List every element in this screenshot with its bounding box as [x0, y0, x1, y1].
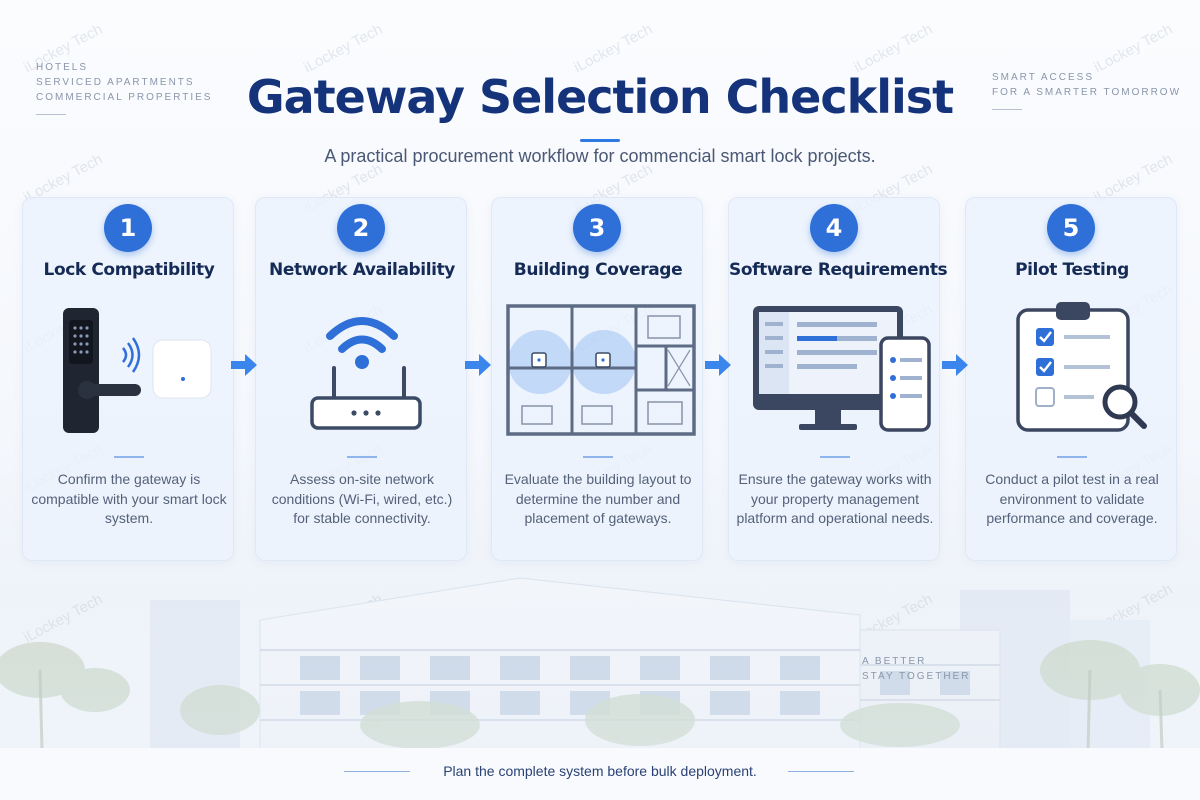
tagline-line: HOTELS [36, 62, 89, 73]
step-description: Ensure the gateway works with your prope… [736, 471, 934, 526]
step-divider [583, 456, 613, 458]
watermark-text: iLockey Tech [301, 20, 386, 77]
lock-gateway-icon [29, 298, 229, 443]
step-arrow-icon [703, 352, 733, 378]
page-subtitle: A practical procurement workflow for com… [324, 146, 876, 166]
step-card-building-coverage: 3 Building Coverage [491, 197, 703, 561]
wifi-router-icon [262, 298, 462, 443]
footer-note: Plan the complete system before bulk dep… [443, 763, 757, 779]
step-arrow-icon [463, 352, 493, 378]
tagline-line: COMMERCIAL PROPERTIES [36, 92, 213, 103]
tagline-line: A BETTER [862, 656, 927, 667]
page-title: Gateway Selection Checklist [246, 70, 954, 124]
step-number-badge: 2 [337, 204, 385, 252]
clipboard-checklist-icon [972, 298, 1172, 443]
step-description: Evaluate the building layout to determin… [504, 471, 692, 526]
floor-plan-icon [498, 298, 698, 443]
step-card-lock-compatibility: 1 Lock Compatibility Confirm the gat [22, 197, 234, 561]
step-title: Software Requirements [729, 260, 948, 280]
step-card-network-availability: 2 Network Availability Assess on-site ne… [255, 197, 467, 561]
tagline-line: SMART ACCESS [992, 72, 1094, 83]
footer-bar: Plan the complete system before bulk dep… [0, 748, 1200, 800]
audience-tagline: HOTELS SERVICED APARTMENTS COMMERCIAL PR… [36, 60, 212, 115]
watermark-text: iLockey Tech [851, 20, 936, 77]
step-description: Assess on-site network conditions (Wi-Fi… [271, 471, 453, 526]
footer-divider-left [344, 771, 410, 772]
building-scene-illustration [0, 560, 1200, 750]
tagline-line: SERVICED APARTMENTS [36, 77, 195, 88]
monitor-phone-icon [735, 298, 935, 443]
step-number-badge: 4 [810, 204, 858, 252]
title-divider [580, 139, 620, 142]
tagline-line: STAY TOGETHER [862, 671, 971, 682]
building-scene-graphic [0, 560, 1200, 750]
step-title: Lock Compatibility [43, 260, 215, 280]
tagline-divider [992, 109, 1022, 110]
step-divider [1057, 456, 1087, 458]
step-title: Network Availability [269, 260, 455, 280]
step-number-badge: 1 [104, 204, 152, 252]
step-number-badge: 5 [1047, 204, 1095, 252]
footer-divider-right [788, 771, 854, 772]
tagline-line: FOR A SMARTER TOMORROW [992, 87, 1182, 98]
step-card-pilot-testing: 5 Pilot Testing Conduct a pilot test in … [965, 197, 1177, 561]
step-number-badge: 3 [573, 204, 621, 252]
step-arrow-icon [229, 352, 259, 378]
step-card-software-requirements: 4 Software Requirements [728, 197, 948, 561]
step-divider [114, 456, 144, 458]
step-divider [820, 456, 850, 458]
step-arrow-icon [940, 352, 970, 378]
step-description: Confirm the gateway is compatible with y… [31, 471, 227, 526]
tagline-divider [36, 114, 66, 115]
stay-tagline: A BETTER STAY TOGETHER [862, 654, 970, 684]
step-divider [347, 456, 377, 458]
step-description: Conduct a pilot test in a real environme… [985, 471, 1159, 526]
watermark-text: iLockey Tech [1091, 20, 1176, 77]
step-title: Pilot Testing [1015, 260, 1129, 280]
watermark-text: iLockey Tech [571, 20, 656, 77]
step-title: Building Coverage [513, 260, 683, 280]
slogan-tagline: SMART ACCESS FOR A SMARTER TOMORROW [992, 70, 1181, 110]
